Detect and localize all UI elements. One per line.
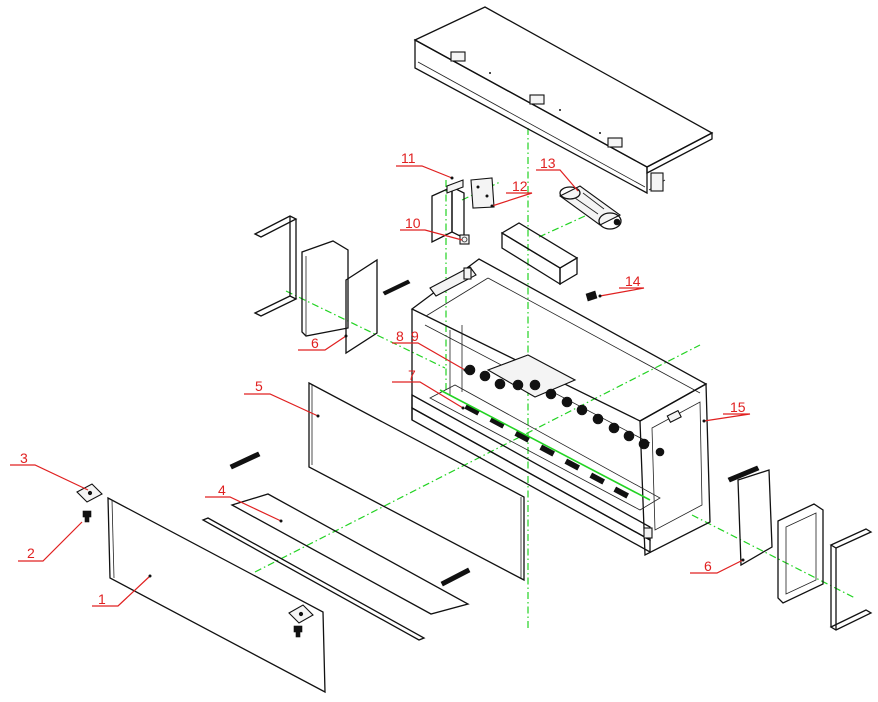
light-rod [439,389,651,501]
callout-11: 11 [401,150,416,166]
flame-motor [558,185,622,230]
callout-5: 5 [255,378,263,394]
firebox-housing [410,258,711,557]
callout-9: 9 [411,328,419,344]
right-end-parts [737,469,873,631]
callout-4: 4 [218,482,226,498]
small-clip [585,290,598,302]
guide-front-panel [254,344,701,573]
glass-clips [76,483,314,638]
callout-leaders [10,165,751,607]
sensor-bracket-assembly [431,177,495,245]
callout-15: 15 [730,399,746,415]
guide-left-end [285,290,446,369]
callout-8: 8 [396,328,404,344]
trim-rods [229,451,760,587]
left-end-parts [253,215,411,355]
flame-rotor-row [464,364,665,457]
callout-7: 7 [408,367,416,383]
callout-13: 13 [540,155,556,171]
long-trim-bar [201,517,426,641]
top-cover [413,6,714,195]
callout-12: 12 [512,178,528,194]
inner-glass-panel [308,381,525,582]
front-glass-panel [107,496,326,694]
callout-6-left: 6 [311,335,319,351]
callout-10: 10 [405,215,421,231]
callout-14: 14 [625,273,641,289]
guide-right-end [691,514,856,599]
callout-labels: 1 2 3 4 5 6 6 7 8 9 10 11 12 13 14 15 [20,150,746,607]
ember-strip [230,493,470,615]
callout-1: 1 [98,591,106,607]
callout-3: 3 [20,450,28,466]
ember-bed [429,384,661,511]
motor-bracket [500,222,579,286]
callout-6-right: 6 [704,558,712,574]
callout-2: 2 [27,545,35,561]
